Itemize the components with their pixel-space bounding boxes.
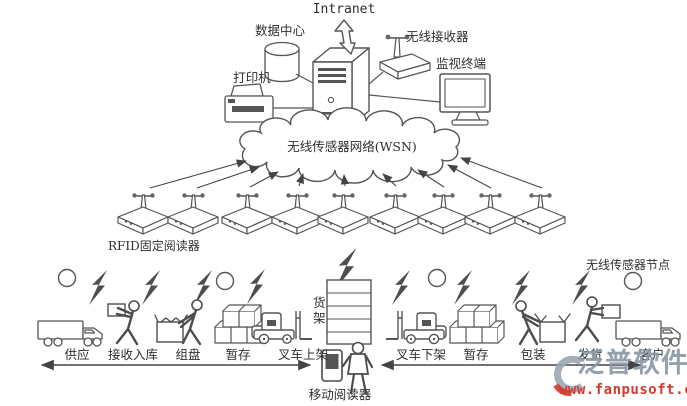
intranet-arrow-icon — [334, 19, 356, 55]
worker-palletizing-icon — [154, 299, 203, 346]
rfid-reader-icon — [117, 192, 169, 235]
rfid-fixed-reader-label: RFID固定阅读器 — [108, 239, 200, 253]
sensor-node-icon — [427, 268, 447, 288]
station-label-forklift-down: 叉车下架 — [395, 347, 447, 362]
data-center-label: 数据中心 — [254, 23, 306, 38]
wireless-sensor-node-label: 无线传感器节点 — [586, 258, 671, 272]
wsn-cloud-shape — [239, 107, 461, 184]
fanpu-logo — [553, 355, 585, 396]
monitor-icon — [439, 73, 491, 126]
device-connection-lines — [273, 71, 441, 109]
mobile-reader-person-icon — [321, 341, 374, 395]
sensor-node-icon — [215, 271, 235, 291]
sensor-node-icon — [623, 271, 643, 291]
wsn-cloud-label: 无线传感器网络(WSN) — [287, 139, 417, 154]
shelf-rack-icon — [326, 279, 372, 345]
worker-shipping-icon — [574, 296, 621, 343]
station-label-staging-out: 暂存 — [463, 347, 489, 362]
rfid-reader-icon — [271, 192, 323, 235]
watermark-brand: 泛普软件 — [577, 348, 687, 379]
station-label-receive-inbound: 接收入库 — [107, 347, 159, 362]
rfid-reader-icon — [167, 192, 219, 235]
supply-truck-icon — [37, 320, 103, 347]
station-label-shipping: 发货 — [577, 347, 603, 362]
watermark-url: www.fanpusoft.com — [559, 382, 687, 398]
wireless-receiver-icon — [379, 34, 431, 80]
station-label-forklift-up: 叉车上架 — [277, 347, 329, 362]
rfid-reader-icon — [317, 192, 369, 235]
station-label-supply: 供应 — [64, 347, 90, 362]
rfid-reader-icon — [417, 192, 469, 235]
reader-to-cloud-arrows — [149, 157, 543, 189]
worker-packing-icon — [515, 300, 571, 346]
shelf-label: 货架 — [310, 296, 326, 327]
printer-icon — [224, 83, 274, 123]
rfid-reader-icon — [514, 192, 566, 235]
station-label-packing: 包装 — [520, 347, 546, 362]
box-stack-icon — [449, 304, 505, 344]
printer-label: 打印机 — [233, 70, 271, 85]
monitor-terminal-label: 监视终端 — [436, 56, 487, 71]
sensor-node-icon — [57, 268, 77, 288]
worker-carrying-icon — [107, 300, 140, 346]
database-cylinder-icon — [264, 41, 300, 83]
rfid-reader-row — [117, 192, 566, 235]
rfid-reader-icon — [221, 192, 273, 235]
intranet-label: Intranet — [312, 2, 376, 17]
station-label-customer: 客户 — [639, 347, 665, 362]
forklift-down-icon — [385, 310, 447, 345]
station-label-palletize: 组盘 — [175, 347, 201, 362]
wireless-receiver-label: 无线接收器 — [406, 29, 469, 44]
customer-truck-icon — [615, 320, 681, 347]
station-label-staging-in: 暂存 — [225, 347, 251, 362]
rfid-reader-icon — [464, 192, 516, 235]
rfid-reader-icon — [369, 192, 421, 235]
mobile-reader-label: 移动阅读器 — [308, 387, 372, 402]
